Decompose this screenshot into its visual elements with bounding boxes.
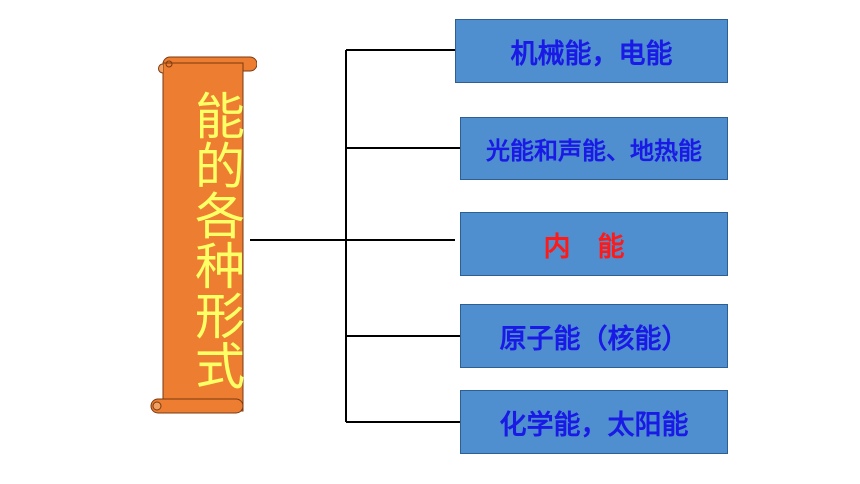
energy-box-2-label: 光能和声能、地热能 [486, 137, 702, 165]
energy-box-5: 化学能，太阳能 [460, 390, 728, 454]
energy-box-4: 原子能（核能） [460, 304, 728, 368]
energy-box-5-label: 化学能，太阳能 [499, 409, 689, 441]
energy-box-2: 光能和声能、地热能 [460, 117, 728, 180]
scroll-title: 能的各种形式 [187, 90, 245, 390]
energy-box-4-label: 原子能（核能） [499, 323, 689, 355]
title-scroll [149, 55, 257, 418]
energy-box-1-label: 机械能，电能 [510, 38, 673, 70]
energy-box-3-label: 内 能 [543, 231, 625, 263]
energy-box-3: 内 能 [460, 212, 728, 276]
energy-box-1: 机械能，电能 [455, 19, 728, 83]
